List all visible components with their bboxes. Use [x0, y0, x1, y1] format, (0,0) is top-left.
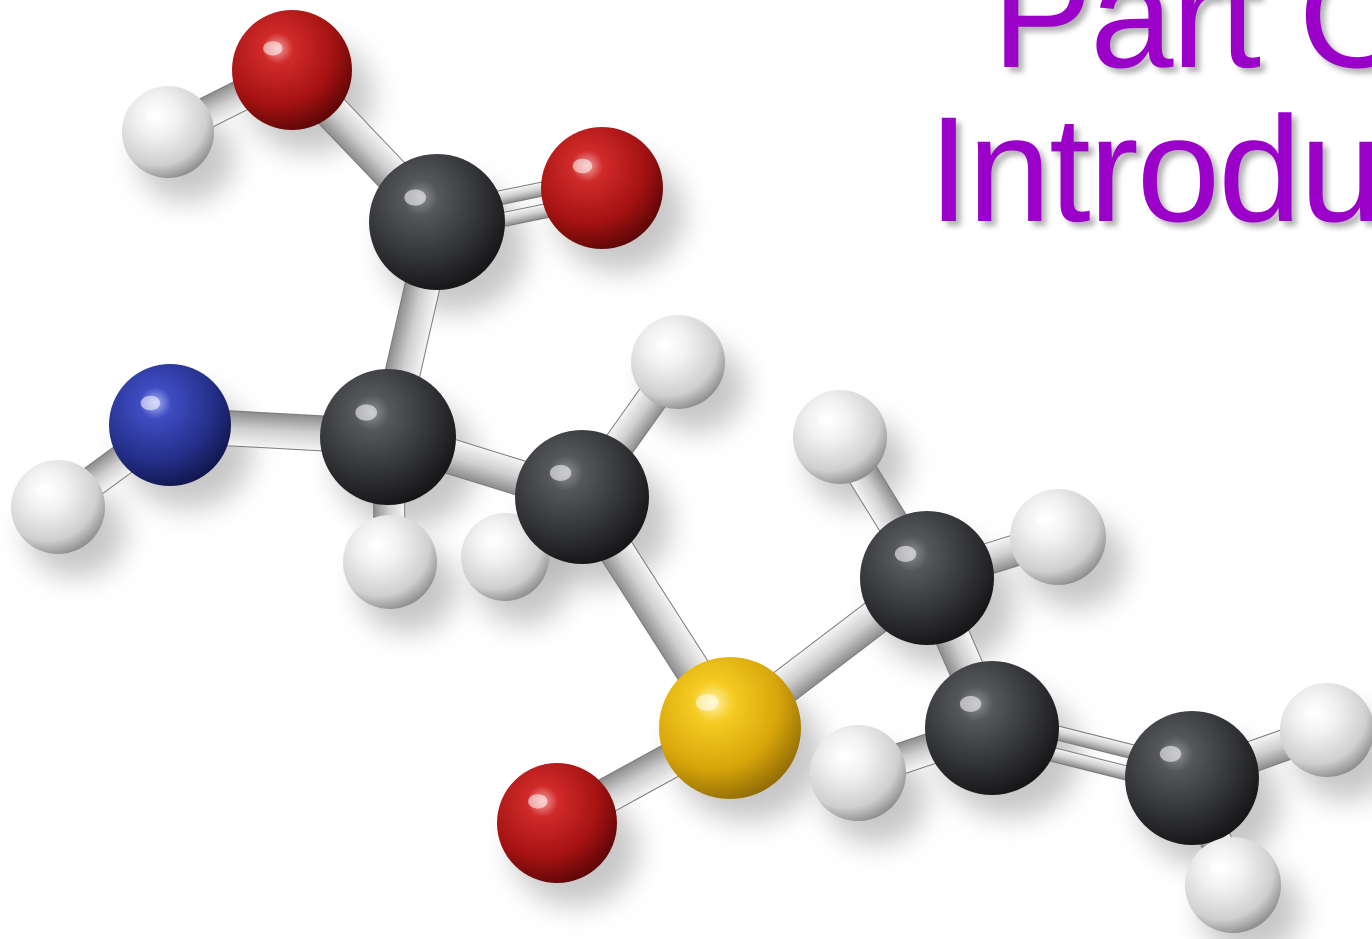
sulfur-atom	[659, 657, 801, 799]
atom-highlight	[1034, 513, 1051, 526]
hydrogen-atom	[1010, 489, 1106, 585]
atom-highlight	[959, 695, 982, 712]
atom-highlight	[817, 414, 833, 426]
carbon-atom	[515, 430, 649, 564]
molecule-atoms	[11, 10, 1372, 933]
hydrogen-atom	[810, 725, 906, 821]
atom-highlight	[145, 109, 161, 121]
atom-highlight	[355, 404, 378, 421]
oxygen-atom	[541, 127, 663, 249]
hydrogen-atom	[343, 515, 437, 609]
atom-highlight	[367, 539, 383, 551]
hydrogen-atom	[11, 460, 105, 554]
atom-highlight	[894, 545, 917, 562]
carbon-atom	[369, 154, 505, 290]
atom-highlight	[1209, 861, 1226, 874]
atom-highlight	[655, 339, 671, 351]
atom-highlight	[1304, 707, 1320, 719]
carbon-atom	[1125, 711, 1259, 845]
carbon-atom	[925, 661, 1059, 795]
hydrogen-atom	[631, 315, 725, 409]
hydrogen-atom	[1280, 683, 1372, 777]
atom-highlight	[404, 189, 427, 206]
atom-highlight	[549, 464, 572, 481]
hydrogen-atom	[793, 390, 887, 484]
atom-highlight	[35, 484, 51, 496]
atom-highlight	[834, 749, 851, 762]
atom-highlight	[1159, 745, 1182, 762]
atom-highlight	[528, 794, 548, 809]
carbon-atom	[320, 369, 456, 505]
carbon-atom	[860, 511, 994, 645]
hydrogen-atom	[122, 86, 214, 178]
atom-highlight	[140, 395, 161, 411]
nitrogen-atom	[109, 364, 231, 486]
atom-highlight	[483, 535, 498, 547]
oxygen-atom	[497, 763, 617, 883]
oxygen-atom	[232, 10, 352, 130]
hydrogen-atom	[1185, 837, 1281, 933]
atom-highlight	[263, 41, 283, 56]
atom-highlight	[695, 693, 719, 711]
slide-title-line-1: Part O	[992, 0, 1372, 99]
slide-title-line-2: Introdu	[928, 85, 1372, 253]
atom-highlight	[572, 158, 593, 174]
